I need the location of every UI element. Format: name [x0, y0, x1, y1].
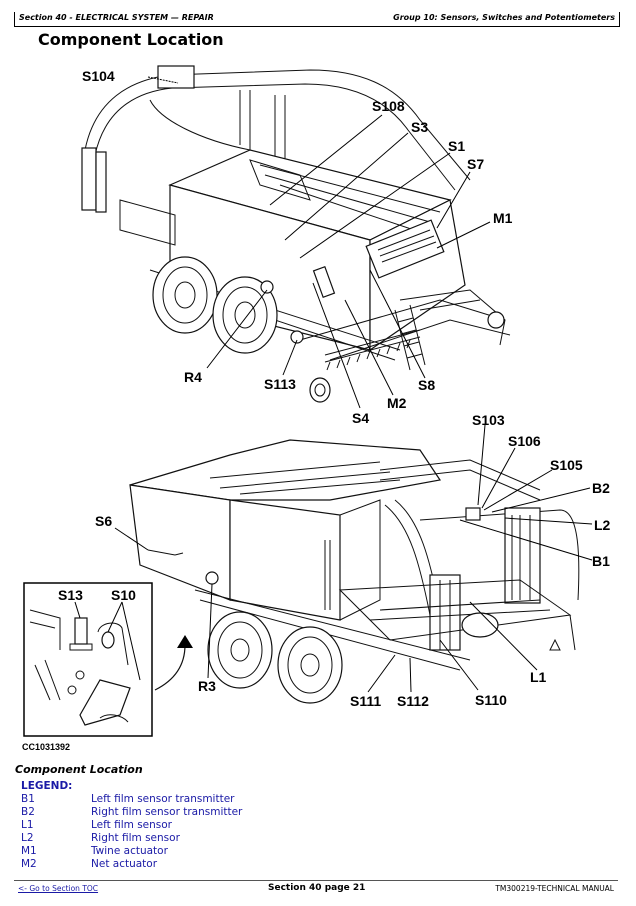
- legend: LEGEND: B1 Left film sensor transmitter …: [21, 780, 242, 871]
- leader-lines-top: [147, 76, 491, 409]
- legend-code: B1: [21, 793, 35, 805]
- callout-s7: S7: [467, 156, 484, 172]
- legend-desc: Left film sensor: [91, 819, 172, 831]
- footer-divider: [14, 880, 618, 881]
- legend-desc: Right film sensor: [91, 832, 180, 844]
- legend-item: B1 Left film sensor transmitter: [21, 793, 242, 806]
- callout-l2: L2: [594, 517, 611, 533]
- legend-code: B2: [21, 806, 35, 818]
- callout-m2: M2: [387, 395, 407, 411]
- go-to-section-toc-link[interactable]: <- Go to Section TOC: [18, 884, 99, 893]
- figure-caption: Component Location: [15, 763, 143, 776]
- callout-s10: S10: [111, 587, 136, 603]
- callout-m1: M1: [493, 210, 513, 226]
- callout-s6: S6: [95, 513, 112, 529]
- callout-s111: S111: [350, 693, 381, 709]
- callout-s8: S8: [418, 377, 435, 393]
- page-header: Section 40 - ELECTRICAL SYSTEM — REPAIR …: [14, 12, 620, 27]
- callout-s103: S103: [472, 412, 505, 428]
- callout-s110: S110: [475, 692, 507, 708]
- inset-detail: [23, 582, 153, 737]
- callout-s3: S3: [411, 119, 428, 135]
- callout-s106: S106: [508, 433, 541, 449]
- callout-s13: S13: [58, 587, 83, 603]
- legend-desc: Left film sensor transmitter: [91, 793, 235, 805]
- callout-s108: S108: [372, 98, 405, 114]
- leader-lines-bottom: [114, 424, 593, 693]
- component-location-figure: S104 S108 S3 S1 S7 M1 R4 S113 S4 M2 S8: [22, 65, 611, 752]
- baler-bottom-drawing: [129, 439, 580, 704]
- callout-l1: L1: [530, 669, 547, 685]
- section-title: Section 40 - ELECTRICAL SYSTEM — REPAIR: [19, 13, 214, 22]
- manual-id: TM300219-TECHNICAL MANUAL: [495, 884, 614, 893]
- callout-b2: B2: [592, 480, 610, 496]
- legend-code: M2: [21, 858, 37, 870]
- callout-r3: R3: [198, 678, 216, 694]
- page-title: Component Location: [38, 30, 224, 49]
- legend-code: L1: [21, 819, 34, 831]
- page-number: Section 40 page 21: [268, 883, 366, 893]
- legend-code: M1: [21, 845, 37, 857]
- callout-r4: R4: [184, 369, 202, 385]
- legend-code: L2: [21, 832, 34, 844]
- callout-s4: S4: [352, 410, 369, 426]
- legend-desc: Net actuator: [91, 858, 158, 870]
- callout-s112: S112: [397, 693, 429, 709]
- callout-s1: S1: [448, 138, 465, 154]
- callout-b1: B1: [592, 553, 610, 569]
- legend-title: LEGEND:: [21, 780, 73, 792]
- baler-top-drawing: [81, 65, 511, 403]
- legend-item: M2 Net actuator: [21, 858, 242, 871]
- callout-s104: S104: [82, 68, 115, 84]
- legend-item: B2 Right film sensor transmitter: [21, 806, 242, 819]
- figure-id: CC1031392: [22, 742, 70, 752]
- legend-desc: Twine actuator: [91, 845, 168, 857]
- legend-item: M1 Twine actuator: [21, 845, 242, 858]
- callout-s113: S113: [264, 376, 296, 392]
- legend-desc: Right film sensor transmitter: [91, 806, 243, 818]
- legend-item: L2 Right film sensor: [21, 832, 242, 845]
- group-title: Group 10: Sensors, Switches and Potentio…: [393, 13, 615, 22]
- legend-item: L1 Left film sensor: [21, 819, 242, 832]
- callout-s105: S105: [550, 457, 583, 473]
